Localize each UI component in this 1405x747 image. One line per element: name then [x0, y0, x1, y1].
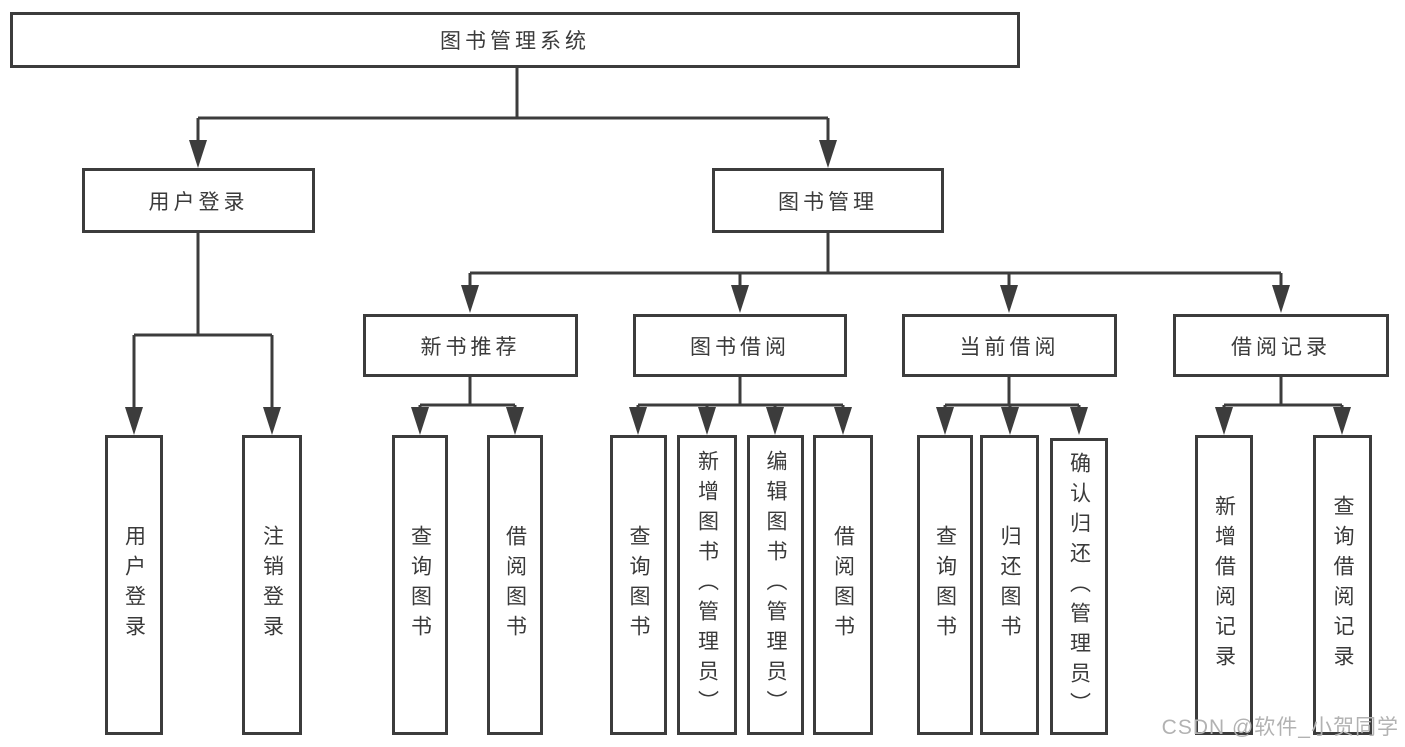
arrowhead	[1215, 407, 1233, 435]
leaf-add-borrow-record: 新增借阅记录	[1195, 435, 1253, 735]
node-label: 查询图书	[933, 525, 957, 645]
node-label: 编辑图书（管理员）	[764, 450, 787, 720]
arrowhead	[189, 140, 207, 168]
connector-current-borrowing-to-leaves	[936, 377, 1088, 435]
node-new-book-recommendation: 新书推荐	[363, 314, 578, 377]
connector-user-login-to-leaves	[125, 233, 281, 435]
leaf-edit-books-admin: 编辑图书（管理员）	[747, 435, 804, 735]
connector-book-borrowing-to-leaves	[629, 377, 852, 435]
leaf-query-books-3: 查询图书	[917, 435, 973, 735]
arrowhead	[1333, 407, 1351, 435]
node-library-management-system: 图书管理系统	[10, 12, 1020, 68]
node-book-management: 图书管理	[712, 168, 944, 233]
arrowhead	[411, 407, 429, 435]
leaf-borrow-books-1: 借阅图书	[487, 435, 543, 735]
node-label: 图书借阅	[690, 335, 790, 359]
arrowhead	[629, 407, 647, 435]
node-label: 借阅图书	[831, 525, 855, 645]
arrowhead	[766, 407, 784, 435]
arrowhead	[1272, 285, 1290, 313]
connector-book-management-to-level3	[461, 233, 1290, 313]
watermark: CSDN @软件_小贺同学	[1161, 716, 1399, 739]
node-label: 用户登录	[122, 525, 146, 645]
node-label: 当前借阅	[959, 335, 1060, 359]
node-label: 确认归还（管理员）	[1067, 451, 1091, 722]
node-label: 借阅图书	[503, 525, 527, 645]
leaf-query-books-1: 查询图书	[392, 435, 448, 735]
arrowhead	[698, 407, 716, 435]
node-current-borrowing: 当前借阅	[902, 314, 1117, 377]
node-label: 新增借阅记录	[1212, 495, 1236, 675]
leaf-user-login: 用户登录	[105, 435, 163, 735]
arrowhead	[125, 407, 143, 435]
node-borrowing-records: 借阅记录	[1173, 314, 1389, 377]
arrowhead	[461, 285, 479, 313]
connector-borrowing-records-to-leaves	[1215, 377, 1351, 435]
node-label: 借阅记录	[1231, 335, 1331, 359]
connector-root-to-level2	[189, 68, 837, 168]
node-label: 查询图书	[627, 525, 650, 645]
node-label: 新书推荐	[420, 335, 521, 359]
node-user-login: 用户登录	[82, 168, 315, 233]
node-label: 新增图书（管理员）	[695, 450, 719, 720]
node-label: 图书管理	[778, 190, 878, 214]
arrowhead	[731, 285, 749, 313]
leaf-query-books-2: 查询图书	[610, 435, 667, 735]
leaf-borrow-books-2: 借阅图书	[813, 435, 873, 735]
node-label: 查询借阅记录	[1331, 495, 1354, 675]
leaf-query-borrow-record: 查询借阅记录	[1313, 435, 1372, 735]
node-label: 归还图书	[998, 525, 1021, 645]
leaf-return-books: 归还图书	[980, 435, 1039, 735]
arrowhead	[834, 407, 852, 435]
node-book-borrowing: 图书借阅	[633, 314, 847, 377]
arrowhead	[936, 407, 954, 435]
leaf-confirm-return-admin: 确认归还（管理员）	[1050, 438, 1108, 735]
node-label: 注销登录	[260, 525, 284, 645]
arrowhead	[819, 140, 837, 168]
leaf-logout: 注销登录	[242, 435, 302, 735]
arrowhead	[1001, 407, 1019, 435]
node-label: 查询图书	[408, 525, 432, 645]
leaf-add-books-admin: 新增图书（管理员）	[677, 435, 737, 735]
node-label: 图书管理系统	[440, 30, 590, 53]
arrowhead	[263, 407, 281, 435]
arrowhead	[506, 407, 524, 435]
node-label: 用户登录	[148, 190, 249, 214]
arrowhead	[1070, 407, 1088, 435]
arrowhead	[1000, 285, 1018, 313]
connector-new-book-recommendation-to-leaves	[411, 377, 524, 435]
